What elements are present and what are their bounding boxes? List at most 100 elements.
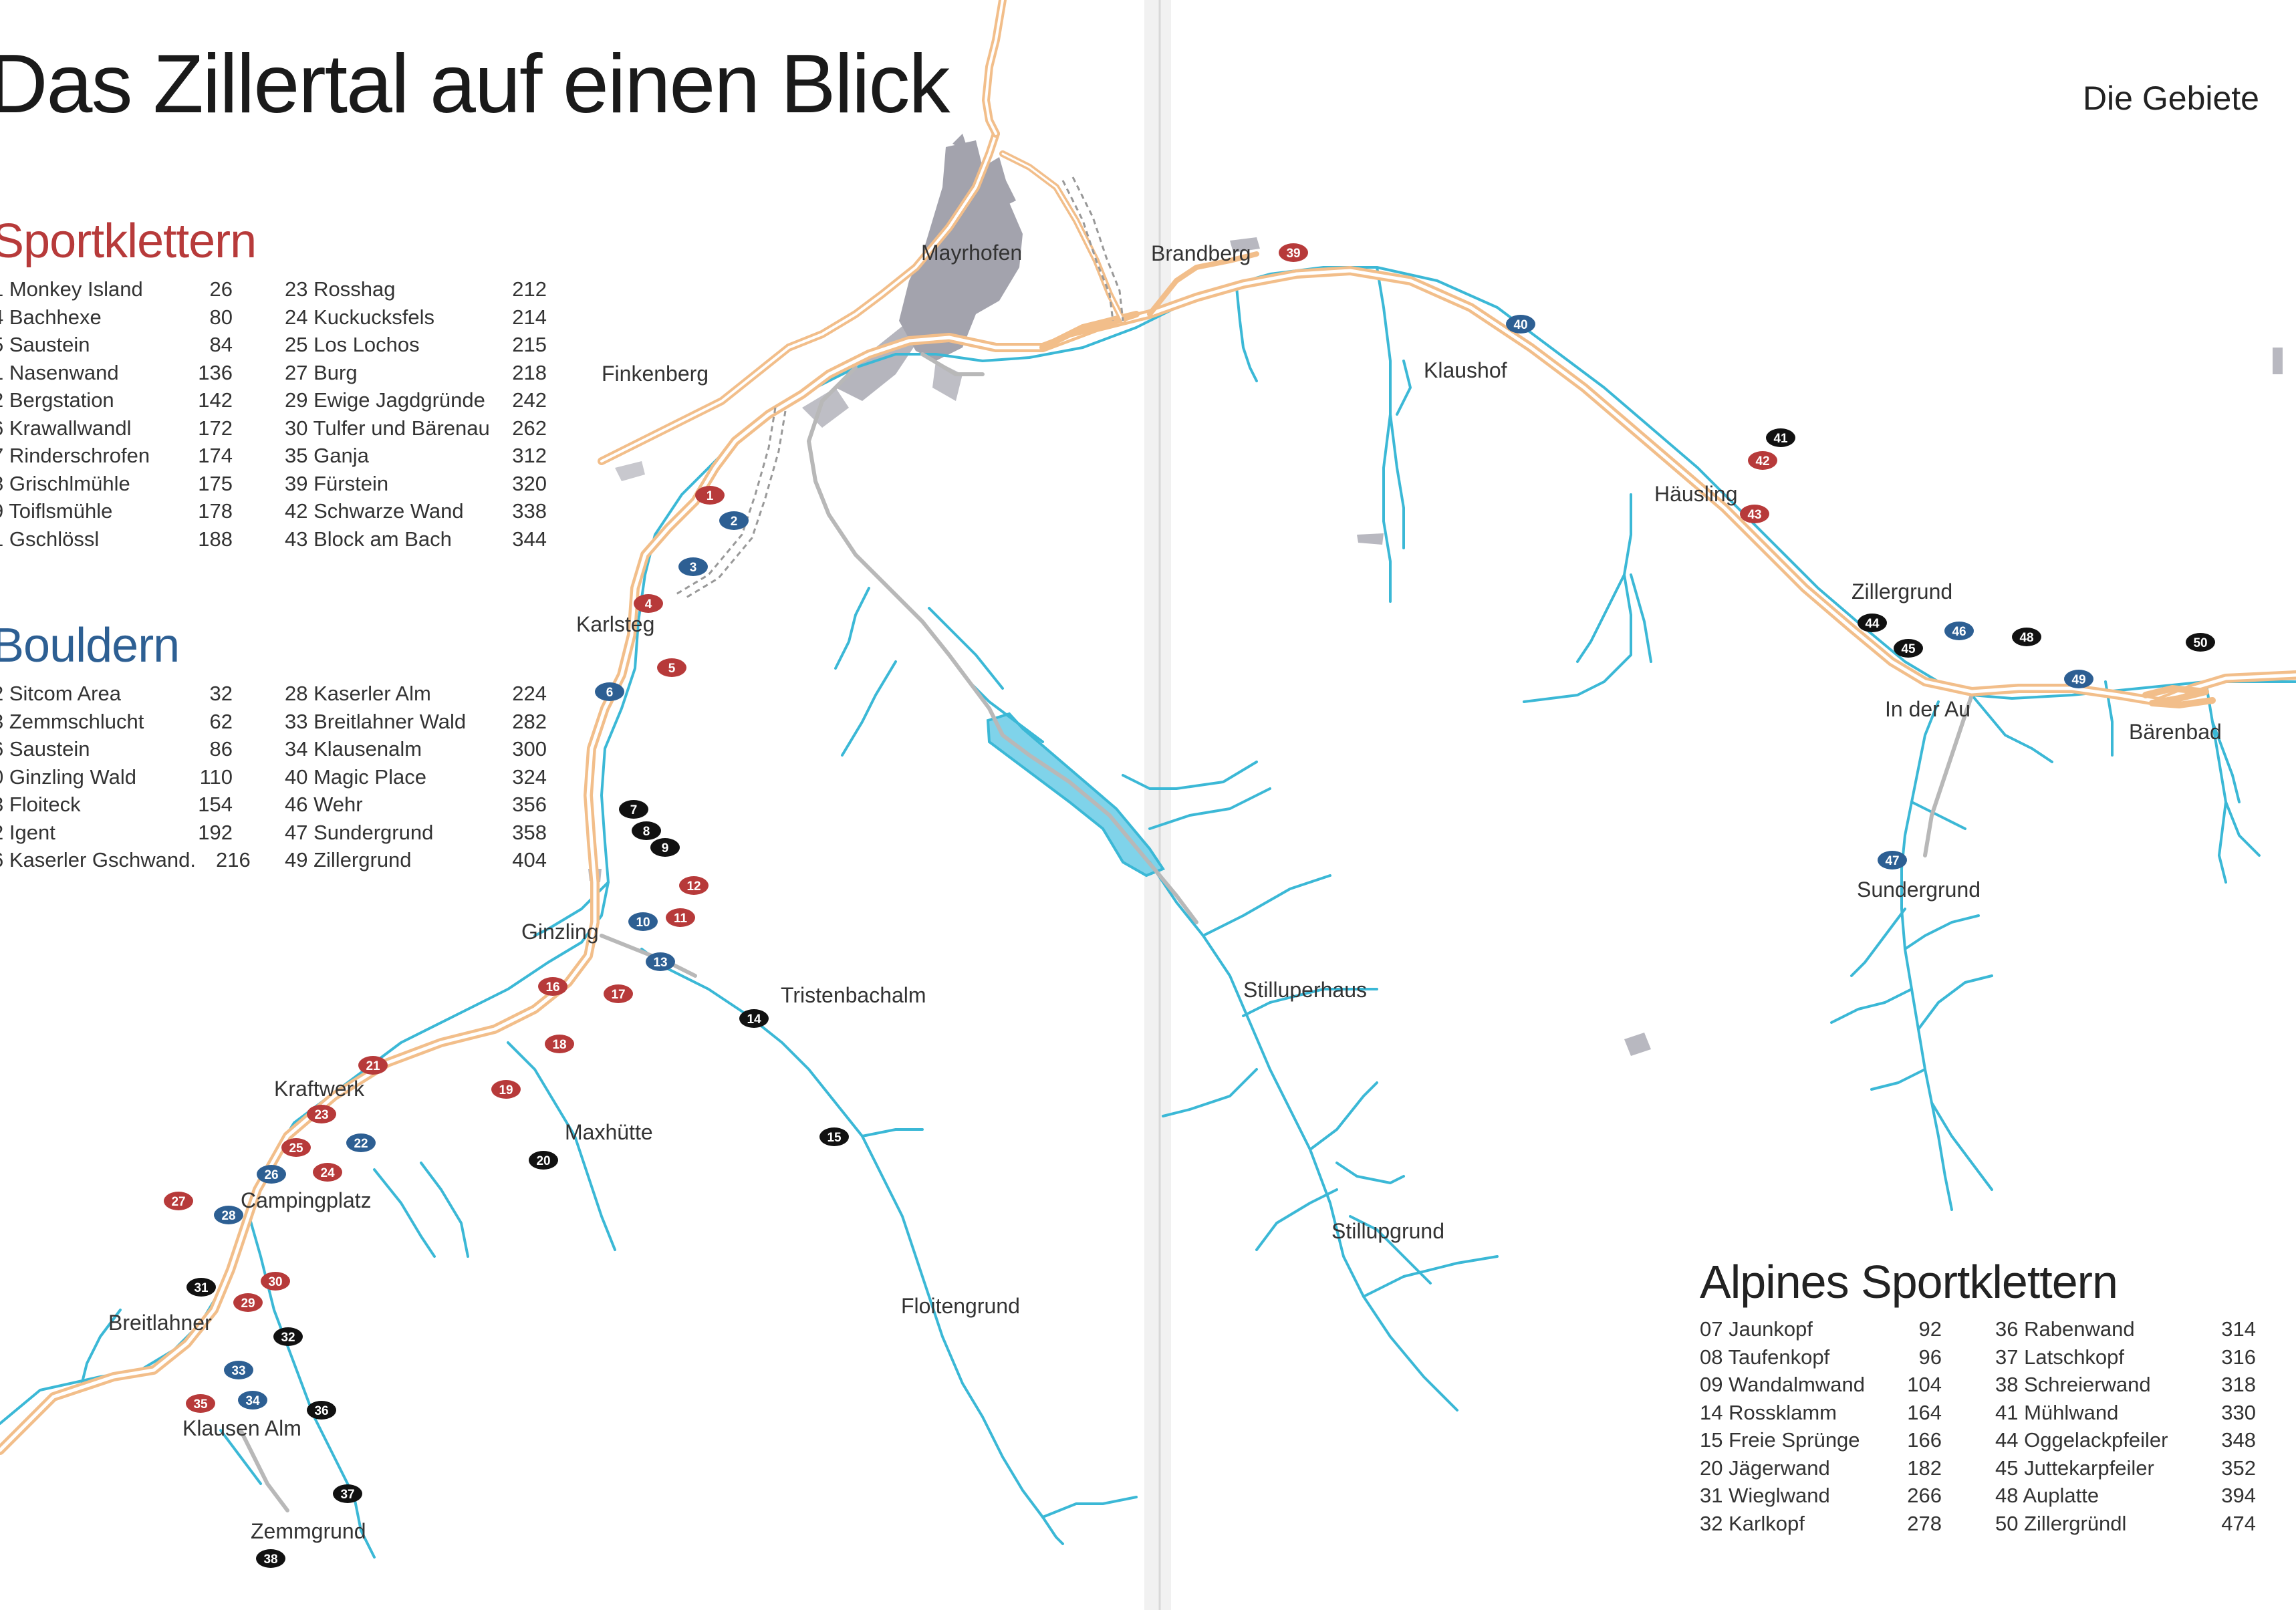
crag-marker[interactable]: 30 [261,1272,290,1291]
crag-marker[interactable]: 26 [257,1165,286,1184]
crag-marker[interactable]: 43 [1740,505,1769,523]
crag-marker[interactable]: 1 [695,486,725,505]
crag-marker[interactable]: 3 [678,557,708,576]
crag-marker[interactable]: 37 [333,1484,362,1503]
crag-marker[interactable]: 13 [646,952,675,971]
crag-marker[interactable]: 27 [164,1192,193,1210]
legend-entry[interactable]: 6 Kaserler Gschwand.216 [0,846,251,874]
crag-marker[interactable]: 42 [1748,451,1777,470]
crag-marker[interactable]: 34 [238,1391,267,1410]
crag-marker[interactable]: 21 [358,1056,388,1075]
crag-marker[interactable]: 48 [2012,628,2041,646]
crag-marker[interactable]: 39 [1279,243,1308,262]
crag-marker[interactable]: 38 [256,1549,285,1568]
crag-marker[interactable]: 7 [619,800,648,819]
crag-marker[interactable]: 17 [604,984,633,1003]
crag-marker[interactable]: 19 [491,1080,521,1099]
crag-marker[interactable]: 20 [529,1151,558,1170]
crag-marker[interactable]: 12 [679,876,709,895]
crag-marker[interactable]: 41 [1766,428,1795,447]
crag-marker[interactable]: 11 [666,908,695,927]
crag-marker[interactable]: 33 [224,1361,253,1379]
crag-marker[interactable]: 32 [273,1327,303,1346]
crag-marker[interactable]: 28 [214,1206,243,1224]
crag-marker[interactable]: 29 [233,1293,263,1312]
crag-marker[interactable]: 22 [346,1133,376,1152]
crag-marker[interactable]: 2 [719,511,749,530]
crag-marker[interactable]: 9 [650,838,680,857]
crag-marker[interactable]: 8 [632,821,661,840]
crag-marker[interactable]: 6 [595,682,624,701]
crag-marker[interactable]: 24 [313,1163,342,1182]
crag-marker[interactable]: 14 [739,1009,769,1028]
crag-marker[interactable]: 45 [1894,639,1923,658]
crag-marker[interactable]: 36 [307,1401,336,1420]
crag-marker[interactable]: 5 [657,658,686,677]
crag-marker[interactable]: 47 [1878,851,1907,869]
crag-marker[interactable]: 50 [2186,633,2215,652]
crag-marker[interactable]: 44 [1858,614,1887,632]
crag-marker[interactable]: 18 [545,1035,574,1053]
crag-marker[interactable]: 25 [281,1138,311,1157]
crag-marker[interactable]: 16 [538,977,567,996]
crag-marker[interactable]: 4 [634,594,663,613]
crag-marker[interactable]: 40 [1506,315,1535,333]
crag-marker[interactable]: 46 [1944,622,1974,640]
crag-marker[interactable]: 10 [628,912,658,931]
crag-marker[interactable]: 49 [2064,670,2093,688]
crag-marker[interactable]: 35 [186,1394,215,1413]
crag-marker[interactable]: 31 [186,1278,216,1297]
crag-marker[interactable]: 15 [819,1127,849,1146]
crag-marker[interactable]: 23 [307,1105,336,1123]
